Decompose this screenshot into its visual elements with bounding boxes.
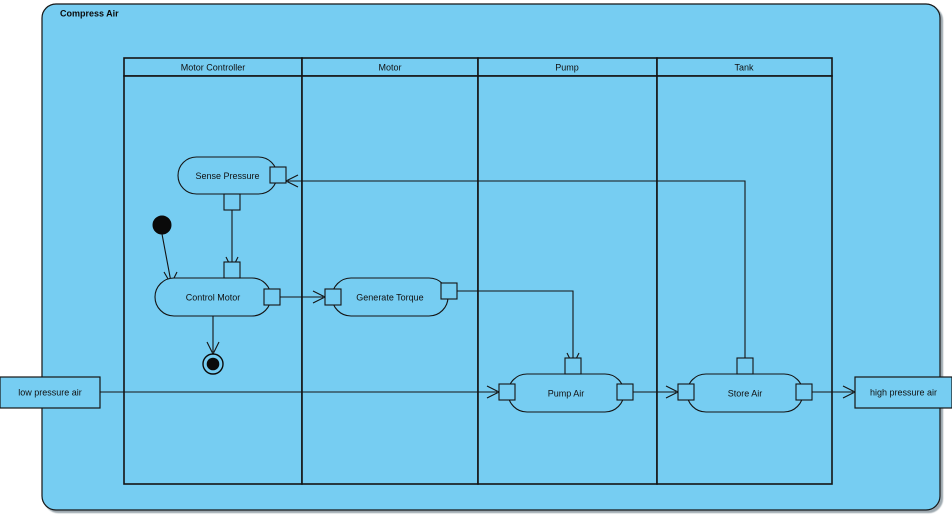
- pump-air-torque-in-pin[interactable]: [564, 357, 582, 375]
- final-node[interactable]: [202, 353, 224, 375]
- initial-node-shape[interactable]: [152, 215, 172, 235]
- action-control-motor-label: Control Motor: [186, 292, 241, 302]
- final-node-inner-disc: [206, 357, 220, 371]
- pump-air-low-pressure-air-in-pin[interactable]: [498, 383, 516, 401]
- swimlane-motor-controller: Motor Controller: [123, 57, 303, 485]
- store-air-pressure-out-pin[interactable]: [736, 357, 754, 375]
- swimlane-label-motor-controller: Motor Controller: [181, 62, 246, 72]
- swimlane-label-motor: Motor: [378, 62, 401, 72]
- parameter-node-low-pressure-air[interactable]: low pressure air: [0, 376, 101, 409]
- swimlane-label-tank: Tank: [734, 62, 754, 72]
- store-air-air-in-pin[interactable]: [677, 383, 695, 401]
- action-sense-pressure-label: Sense Pressure: [195, 171, 259, 181]
- swimlane-label-pump: Pump: [555, 62, 579, 72]
- swimlane-motor: Motor: [301, 57, 479, 485]
- control-motor-pressure-in-pin[interactable]: [223, 261, 241, 279]
- initial-node[interactable]: [152, 215, 172, 235]
- swimlane-body-pump: [477, 75, 658, 485]
- store-air-high-pressure-air-out-pin[interactable]: [795, 383, 813, 401]
- generate-torque-torque-out-pin[interactable]: [440, 282, 458, 300]
- parameter-node-high-pressure-air-label: high pressure air: [870, 387, 937, 397]
- action-store-air[interactable]: Store Air: [677, 357, 813, 413]
- sense-pressure-pressure-out-pin[interactable]: [223, 193, 241, 211]
- action-control-motor[interactable]: Control Motor: [154, 261, 281, 317]
- action-pump-air-label: Pump Air: [548, 388, 585, 398]
- parameter-node-high-pressure-air[interactable]: high pressure air: [854, 376, 952, 409]
- control-motor-control-out-pin[interactable]: [263, 288, 281, 306]
- generate-torque-control-in-pin[interactable]: [324, 288, 342, 306]
- swimlane-partition: Motor Controller Motor Pump Tank: [123, 57, 833, 485]
- parameter-node-low-pressure-air-shape[interactable]: [0, 376, 101, 409]
- action-sense-pressure[interactable]: Sense Pressure: [177, 156, 287, 211]
- activity-frame-title: Compress Air: [60, 8, 119, 18]
- pump-air-air-out-pin[interactable]: [616, 383, 634, 401]
- action-generate-torque[interactable]: Generate Torque: [324, 277, 458, 317]
- parameter-node-high-pressure-air-shape[interactable]: [854, 376, 952, 409]
- control-flows: [100, 174, 857, 399]
- parameter-node-low-pressure-air-label: low pressure air: [18, 387, 82, 397]
- action-generate-torque-label: Generate Torque: [356, 292, 423, 302]
- action-store-air-label: Store Air: [728, 388, 763, 398]
- swimlane-pump: Pump: [477, 57, 658, 485]
- action-pump-air[interactable]: Pump Air: [498, 357, 634, 413]
- sense-pressure-pressure-in-pin[interactable]: [269, 166, 287, 184]
